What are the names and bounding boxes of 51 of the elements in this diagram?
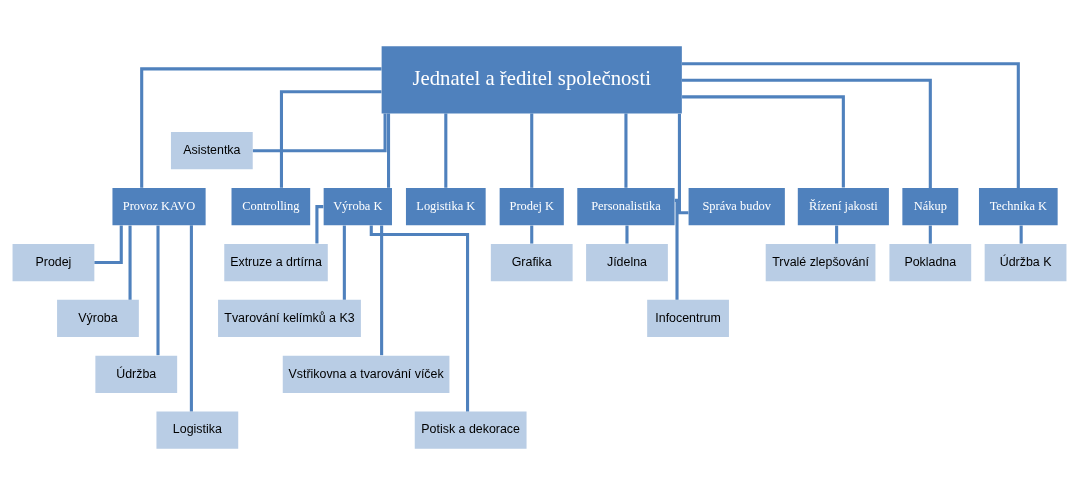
node-box: Údržba K bbox=[984, 243, 1067, 282]
node-box: Správa budov bbox=[688, 187, 785, 226]
node-box: Nákup bbox=[902, 187, 959, 226]
node-box: Logistika bbox=[156, 411, 239, 449]
node-box: Logistika K bbox=[405, 187, 486, 226]
connector bbox=[677, 113, 689, 215]
connector bbox=[252, 113, 387, 153]
node-box: Technika K bbox=[978, 187, 1058, 226]
connector bbox=[530, 225, 534, 244]
connector bbox=[928, 225, 932, 244]
node-box: Infocentrum bbox=[647, 299, 729, 338]
connector bbox=[94, 225, 123, 265]
connector bbox=[1019, 225, 1023, 244]
node-box: Potisk a dekorace bbox=[414, 411, 527, 449]
connector bbox=[380, 225, 384, 356]
connector bbox=[530, 113, 534, 188]
connector bbox=[189, 225, 193, 412]
connector bbox=[682, 95, 845, 188]
connector bbox=[444, 113, 448, 188]
node-box: Jídelna bbox=[586, 243, 668, 282]
node-box: Prodej K bbox=[499, 187, 564, 226]
node-box: Personalistika bbox=[577, 187, 675, 226]
node-box: Výroba bbox=[57, 299, 139, 338]
node-box: Vstřikovna a tvarování víček bbox=[282, 355, 450, 393]
connector bbox=[279, 90, 382, 188]
connector bbox=[625, 225, 629, 244]
node-box: Jednatel a ředitel společnosti bbox=[381, 46, 682, 114]
connector bbox=[386, 113, 391, 188]
node-box: Controlling bbox=[231, 187, 311, 226]
node-box: Trvalé zlepšování bbox=[765, 243, 876, 282]
node-box: Pokladna bbox=[889, 243, 972, 282]
connector bbox=[835, 225, 839, 244]
connector bbox=[128, 225, 132, 300]
node-box: Prodej bbox=[12, 243, 95, 282]
node-box: Grafika bbox=[490, 243, 573, 282]
connector bbox=[342, 225, 346, 300]
connector bbox=[682, 62, 1020, 188]
node-box: Asistentka bbox=[170, 132, 253, 170]
node-box: Výroba K bbox=[323, 187, 392, 226]
connector bbox=[624, 113, 628, 188]
connector bbox=[674, 198, 679, 300]
node-box: Údržba bbox=[95, 355, 178, 393]
node-box: Řízení jakosti bbox=[797, 187, 889, 226]
node-box: Extruze a drtírna bbox=[224, 243, 328, 282]
connector bbox=[140, 67, 382, 188]
node-box: Tvarování kelímků a K3 bbox=[218, 299, 361, 338]
connector bbox=[369, 225, 470, 412]
connector bbox=[315, 205, 324, 244]
connector bbox=[681, 78, 932, 188]
connector bbox=[156, 225, 160, 356]
node-box: Provoz KAVO bbox=[112, 187, 206, 226]
